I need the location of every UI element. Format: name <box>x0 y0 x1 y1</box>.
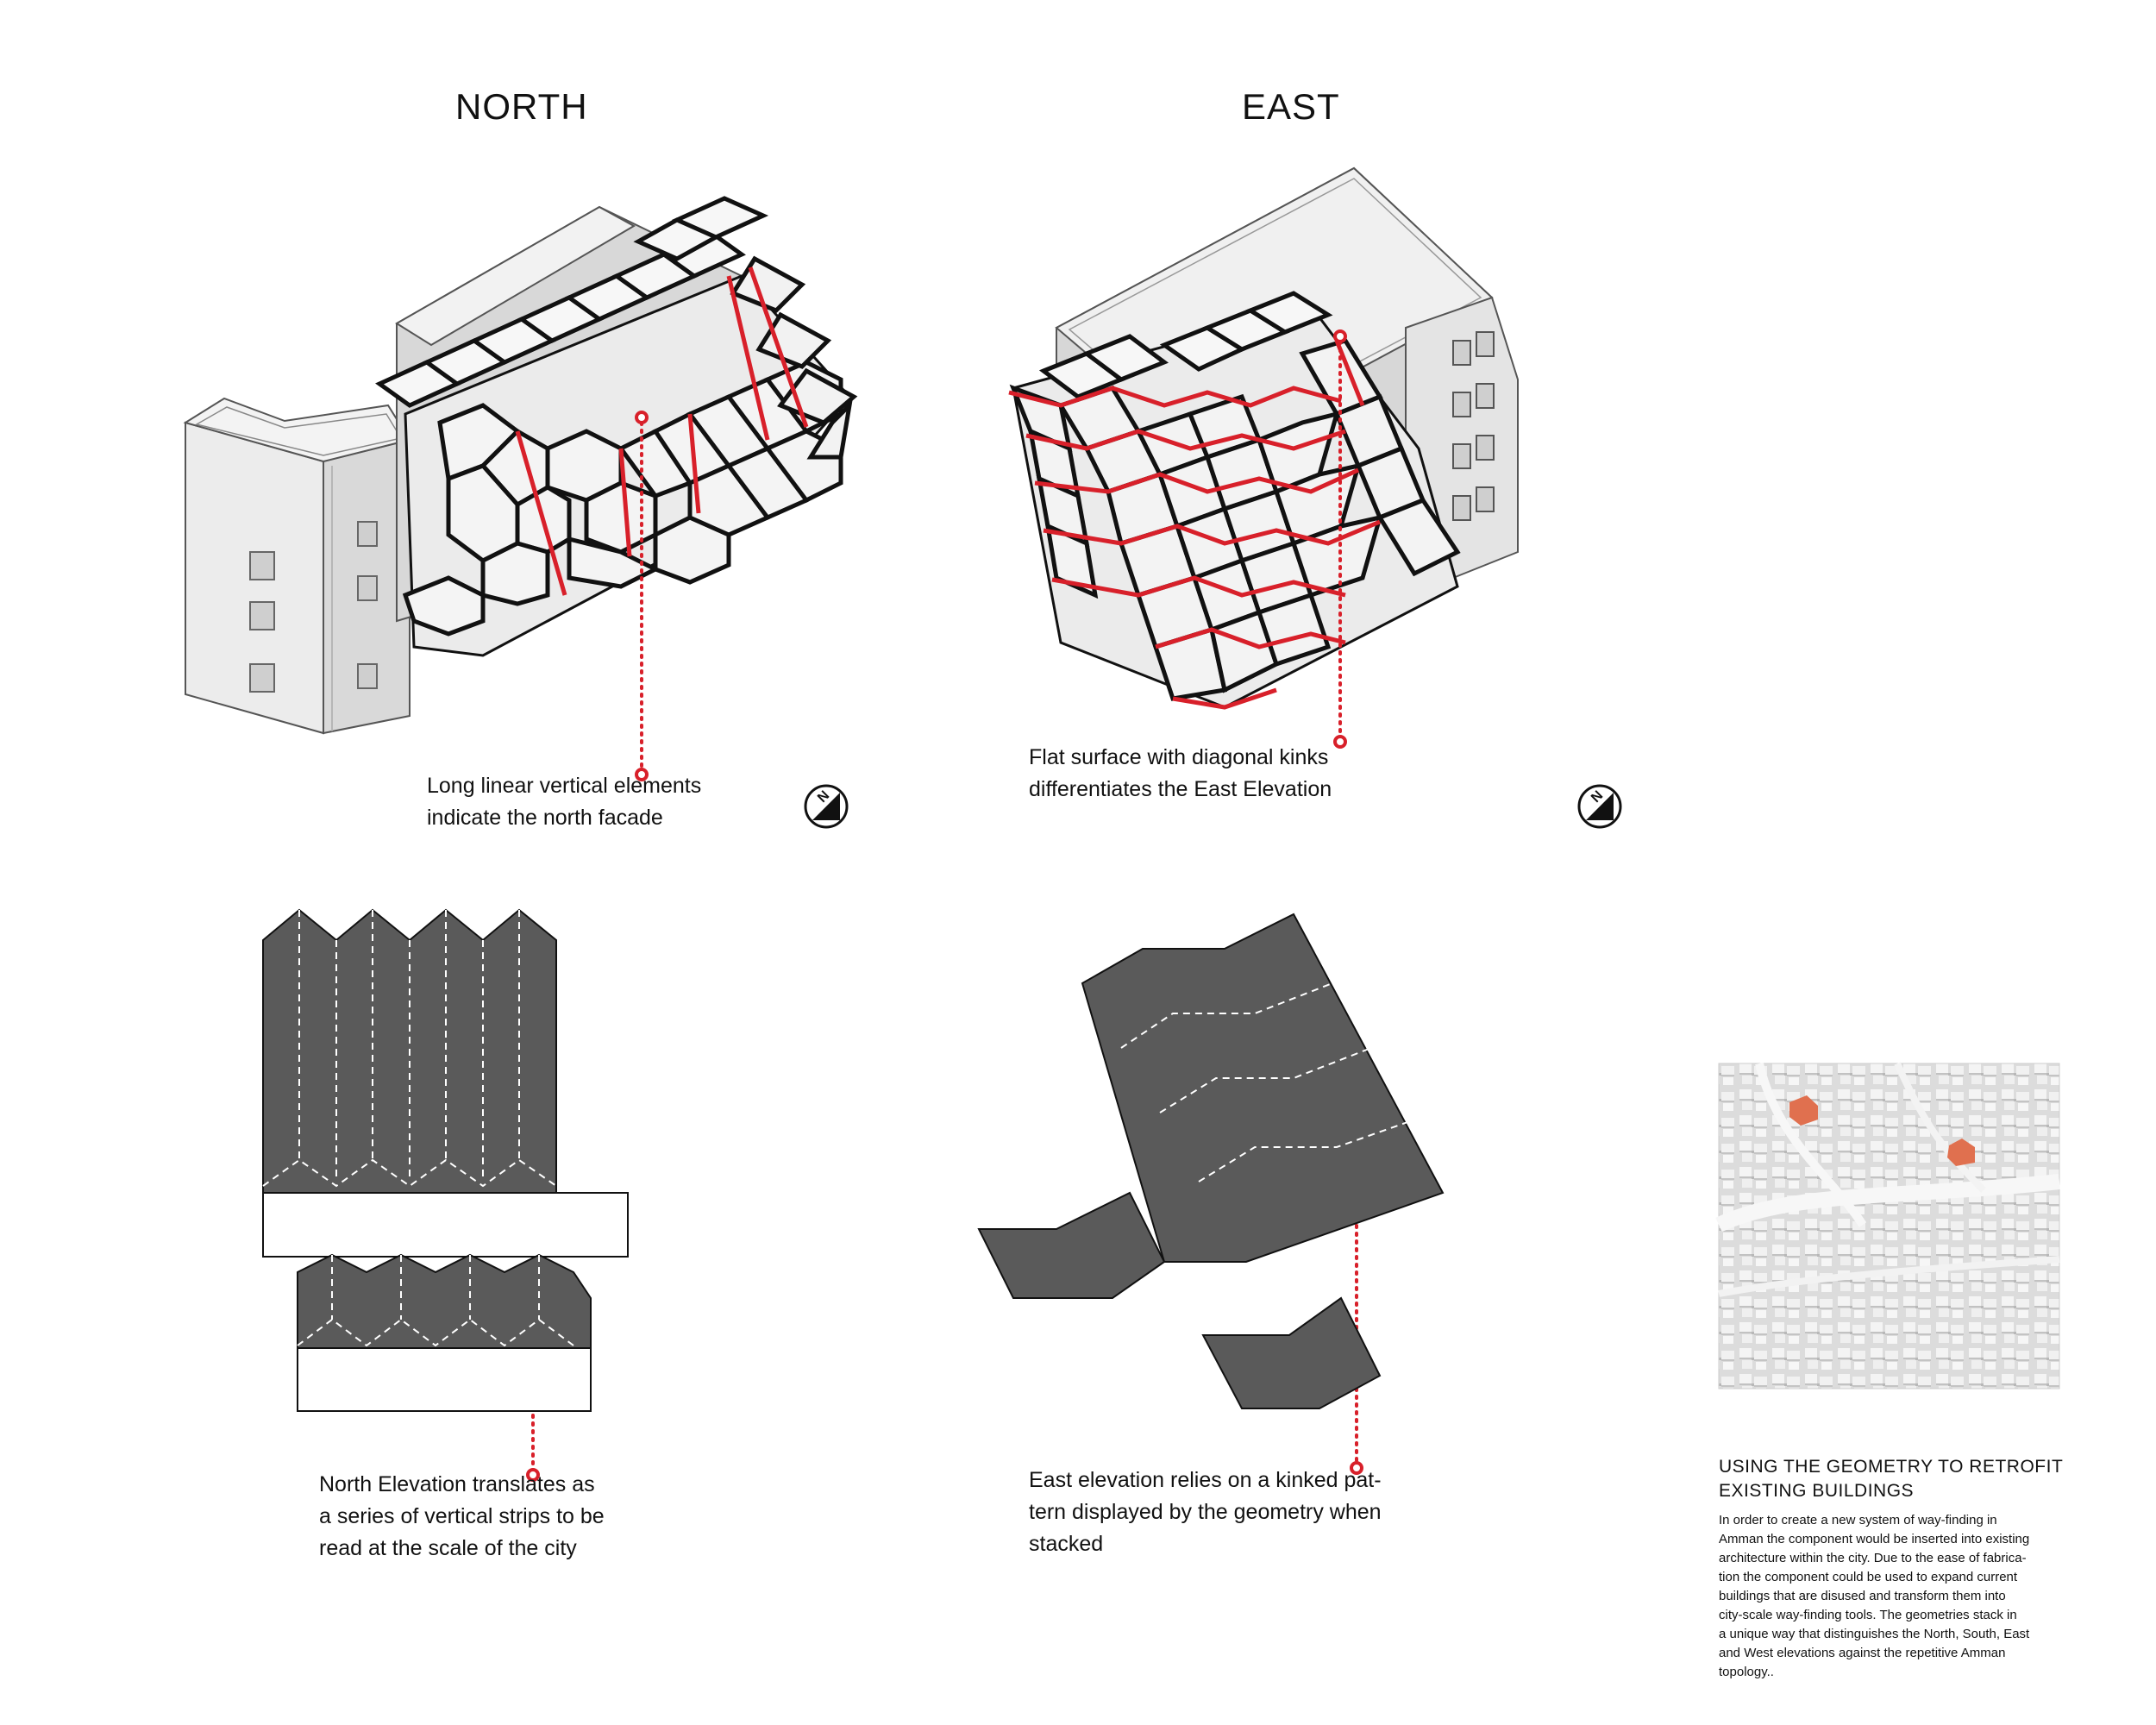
sidebar-heading: USING THE GEOMETRY TO RETROFIT EXISTING … <box>1719 1455 2063 1503</box>
north-title: NORTH <box>455 86 588 127</box>
north-elevation-diagram <box>262 908 629 1412</box>
east-title: EAST <box>1242 86 1340 127</box>
north-bottom-caption: North Elevation translates as a series o… <box>319 1469 605 1565</box>
caption-line: tern displayed by the geometry when <box>1029 1500 1382 1524</box>
heading-line: EXISTING BUILDINGS <box>1719 1481 1915 1501</box>
east-isometric-building <box>1008 166 1519 710</box>
paragraph-line: city-scale way-finding tools. The geomet… <box>1719 1608 2017 1622</box>
paragraph-line: and West elevations against the repetiti… <box>1719 1646 2006 1660</box>
caption-line: Flat surface with diagonal kinks <box>1029 745 1329 769</box>
aerial-massing-map <box>1715 1062 2060 1389</box>
caption-line: Long linear vertical elements <box>427 774 702 798</box>
caption-line: indicate the north facade <box>427 806 663 830</box>
caption-line: North Elevation translates as <box>319 1472 595 1496</box>
paragraph-line: topology.. <box>1719 1665 1774 1679</box>
caption-line: East elevation relies on a kinked pat- <box>1029 1468 1382 1492</box>
north-isometric-building <box>183 196 858 735</box>
paragraph-line: In order to create a new system of way-f… <box>1719 1513 1997 1527</box>
paragraph-line: buildings that are disused and transform… <box>1719 1589 2006 1603</box>
sidebar-paragraph: In order to create a new system of way-f… <box>1719 1511 2029 1682</box>
caption-line: a series of vertical strips to be <box>319 1504 605 1528</box>
north-top-caption: Long linear vertical elements indicate t… <box>427 770 701 834</box>
paragraph-line: tion the component could be used to expa… <box>1719 1570 2018 1584</box>
east-bottom-caption: East elevation relies on a kinked pat- t… <box>1029 1465 1382 1560</box>
north-arrow-icon: N <box>1577 784 1622 829</box>
paragraph-line: Amman the component would be inserted in… <box>1719 1532 2030 1546</box>
north-arrow-icon: N <box>804 784 849 829</box>
caption-line: read at the scale of the city <box>319 1536 577 1560</box>
caption-line: differentiates the East Elevation <box>1029 777 1332 801</box>
east-elevation-diagram <box>977 913 1445 1409</box>
east-top-caption: Flat surface with diagonal kinks differe… <box>1029 742 1332 806</box>
heading-line: USING THE GEOMETRY TO RETROFIT <box>1719 1457 2064 1477</box>
paragraph-line: architecture within the city. Due to the… <box>1719 1551 2027 1565</box>
caption-line: stacked <box>1029 1532 1104 1556</box>
paragraph-line: a unique way that distinguishes the Nort… <box>1719 1627 2030 1641</box>
